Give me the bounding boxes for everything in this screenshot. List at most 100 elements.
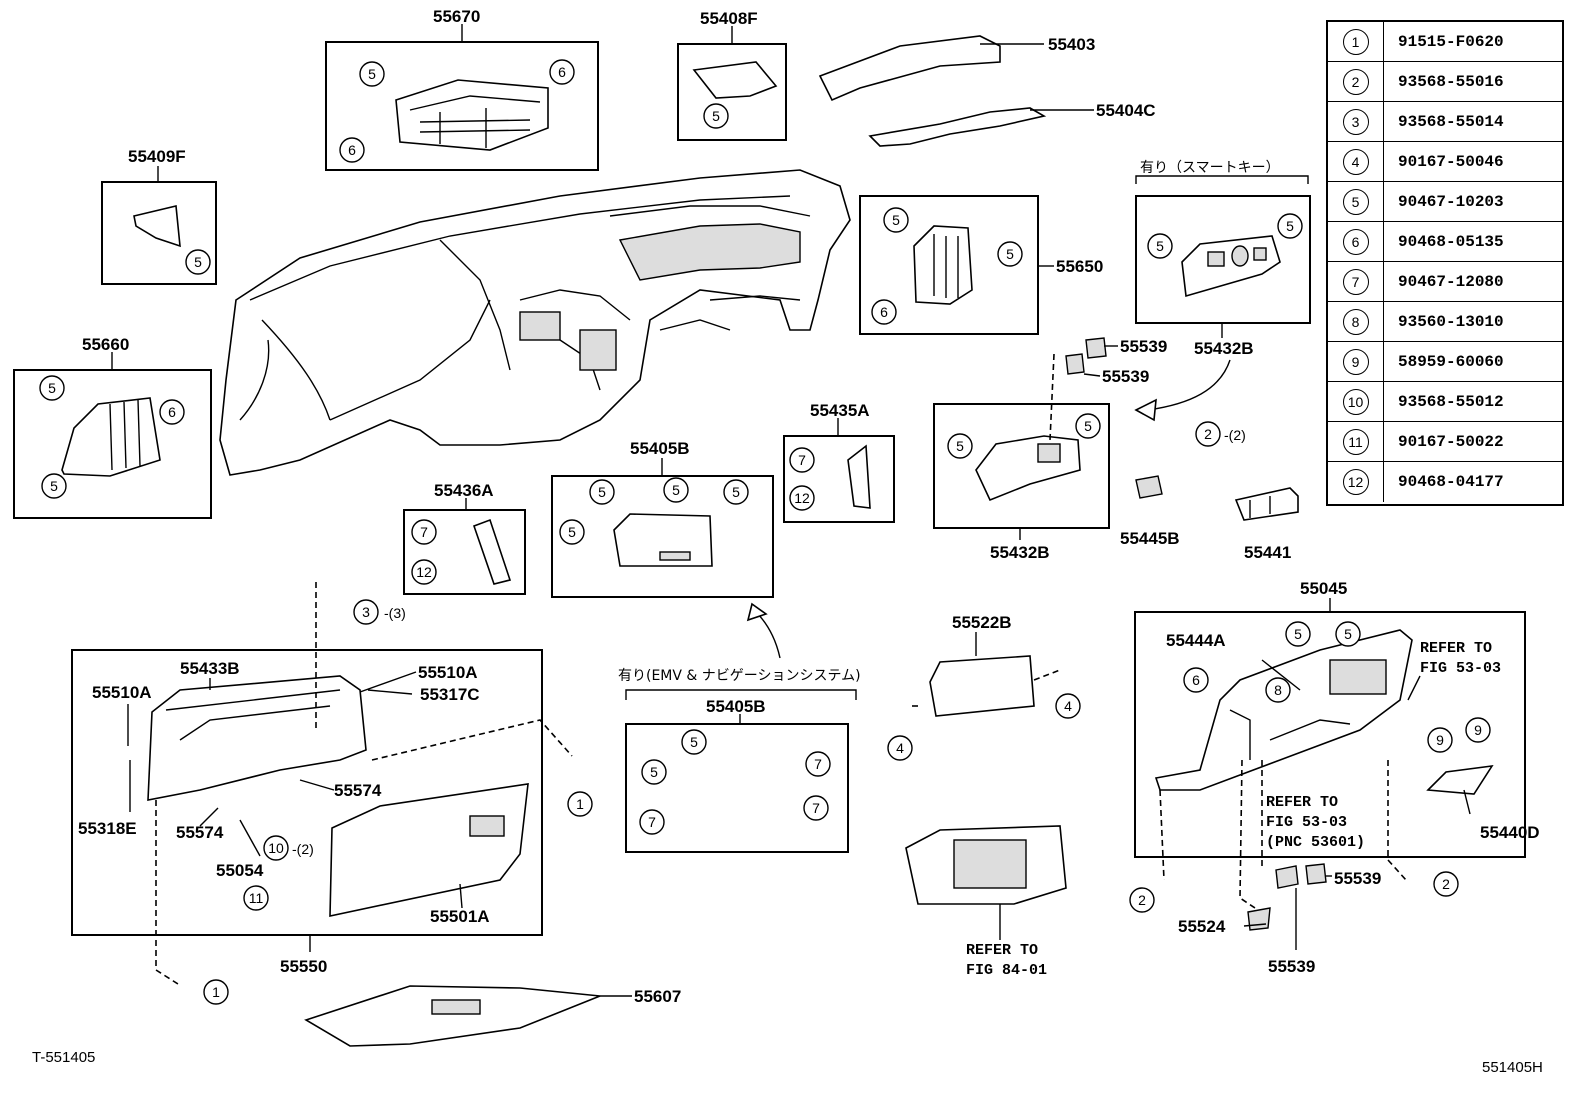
label-55404C: 55404C bbox=[1096, 101, 1156, 120]
part-55408F bbox=[692, 61, 778, 99]
note-emv-navi: 有り(EMV & ナビゲーションシステム) bbox=[618, 668, 861, 684]
callout-6: 6 bbox=[348, 142, 356, 158]
callout-2: 2 bbox=[1138, 892, 1146, 908]
reference-num-cell: 8 bbox=[1328, 302, 1384, 341]
reference-callout-circle: 8 bbox=[1342, 308, 1369, 335]
label-55650: 55650 bbox=[1056, 257, 1103, 276]
label-55550: 55550 bbox=[280, 957, 327, 976]
label-55539-c: 55539 bbox=[1334, 869, 1381, 888]
qty-3: -(3) bbox=[384, 605, 406, 621]
label-55539-a: 55539 bbox=[1120, 337, 1167, 356]
label-55317C: 55317C bbox=[420, 685, 480, 704]
reference-num-cell: 2 bbox=[1328, 62, 1384, 101]
label-55440D: 55440D bbox=[1480, 823, 1540, 842]
label-55524: 55524 bbox=[1178, 917, 1226, 936]
footer-right-code: 551405H bbox=[1482, 1059, 1543, 1076]
callout-6: 6 bbox=[880, 304, 888, 320]
note-smart-key: 有り（スマートキー） bbox=[1140, 160, 1280, 176]
callout-9: 9 bbox=[1474, 722, 1482, 738]
part-55539-b bbox=[1065, 353, 1085, 375]
footer-left-code: T-551405 bbox=[32, 1049, 95, 1066]
label-55405B-upper: 55405B bbox=[630, 439, 690, 458]
callout-3: 3 bbox=[362, 604, 370, 620]
callout-5: 5 bbox=[690, 734, 698, 750]
label-55432B-smart: 55432B bbox=[1194, 339, 1254, 358]
box-55436A bbox=[403, 509, 526, 595]
reference-num-cell: 11 bbox=[1328, 422, 1384, 461]
callout-7: 7 bbox=[814, 756, 822, 772]
emv-navi-bracket bbox=[625, 689, 857, 700]
label-55444A: 55444A bbox=[1166, 631, 1226, 650]
reference-callout-circle: 10 bbox=[1342, 388, 1369, 415]
dashboard-panel bbox=[219, 169, 851, 476]
reference-num-cell: 12 bbox=[1328, 462, 1384, 502]
part-55501A-door bbox=[329, 783, 529, 917]
part-55405B-upper bbox=[613, 513, 713, 567]
callout-11: 11 bbox=[249, 890, 264, 906]
callout-2: 2 bbox=[1204, 426, 1212, 442]
reference-part-number: 93568-55014 bbox=[1398, 112, 1504, 131]
part-55445B bbox=[1135, 475, 1163, 499]
label-55501A: 55501A bbox=[430, 907, 490, 926]
part-55433B-frame bbox=[147, 675, 367, 801]
leader-lines bbox=[111, 24, 1471, 997]
callout-6: 6 bbox=[1192, 672, 1200, 688]
reference-table-row: 3 93568-55014 bbox=[1328, 102, 1562, 142]
callout-5: 5 bbox=[892, 212, 900, 228]
callout-5: 5 bbox=[1286, 218, 1294, 234]
callout-5: 5 bbox=[598, 484, 606, 500]
part-55045-lower-panel bbox=[1154, 629, 1413, 791]
box-55435A bbox=[783, 435, 895, 523]
callout-6: 6 bbox=[168, 404, 176, 420]
part-55539-d bbox=[1305, 863, 1327, 885]
qty-10: -(2) bbox=[292, 841, 314, 857]
callout-5: 5 bbox=[1294, 626, 1302, 642]
reference-num-cell: 7 bbox=[1328, 262, 1384, 301]
part-55524 bbox=[1247, 907, 1271, 931]
label-55408F: 55408F bbox=[700, 9, 758, 28]
reference-callout-circle: 9 bbox=[1342, 348, 1369, 375]
part-55440D bbox=[1426, 764, 1494, 795]
part-55436A bbox=[472, 518, 512, 585]
reference-num-cell: 3 bbox=[1328, 102, 1384, 141]
reference-num-cell: 6 bbox=[1328, 222, 1384, 261]
part-55607 bbox=[304, 985, 601, 1047]
reference-callout-circle: 11 bbox=[1342, 428, 1369, 455]
callout-circles: 5 6 6 5 5 5 5 6 5 6 5 5 5 5 5 2 7 12 5 5… bbox=[39, 59, 1491, 1005]
reference-callout-circle: 4 bbox=[1342, 148, 1369, 175]
label-55522B: 55522B bbox=[952, 613, 1012, 632]
note-refer-53b-line1: REFER TO bbox=[1266, 794, 1338, 811]
callout-5: 5 bbox=[368, 66, 376, 82]
callout-10: 10 bbox=[268, 840, 284, 856]
callout-5: 5 bbox=[672, 482, 680, 498]
reference-part-number: 58959-60060 bbox=[1398, 352, 1504, 371]
part-55432B-smart bbox=[1181, 235, 1281, 298]
part-55539-c bbox=[1275, 865, 1299, 889]
note-refer-53a-line2: FIG 53-03 bbox=[1420, 660, 1501, 677]
callout-5: 5 bbox=[732, 484, 740, 500]
note-refer-53a-line1: REFER TO bbox=[1420, 640, 1492, 657]
reference-callout-circle: 3 bbox=[1342, 108, 1369, 135]
box-55409F bbox=[101, 181, 217, 285]
part-55650-side-vent bbox=[913, 225, 973, 305]
part-55539-a bbox=[1085, 337, 1107, 359]
callout-4: 4 bbox=[1064, 698, 1072, 714]
callout-5: 5 bbox=[1084, 418, 1092, 434]
reference-callout-circle: 7 bbox=[1342, 268, 1369, 295]
callout-5: 5 bbox=[1006, 246, 1014, 262]
smart-key-bracket bbox=[1135, 175, 1309, 184]
callout-5: 5 bbox=[1156, 238, 1164, 254]
callout-1: 1 bbox=[212, 984, 220, 1000]
reference-callout-circle: 5 bbox=[1342, 188, 1369, 215]
label-55318E: 55318E bbox=[78, 819, 137, 838]
callout-5: 5 bbox=[50, 478, 58, 494]
